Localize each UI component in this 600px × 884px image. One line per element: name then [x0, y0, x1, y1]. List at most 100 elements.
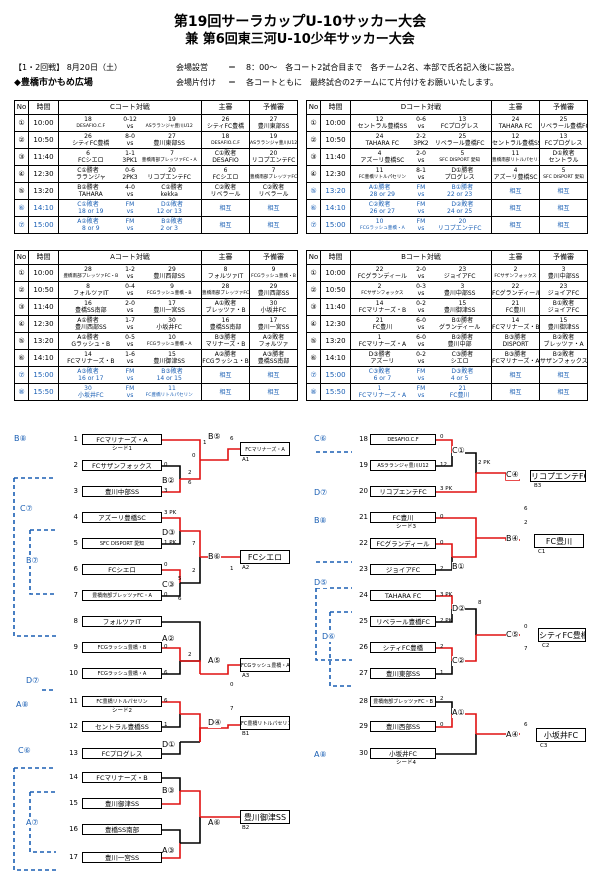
team-box: FC豊橋リトルパセリン [82, 696, 162, 707]
bracket-line [162, 791, 181, 805]
away-team: 豊川御津SS [153, 358, 185, 365]
home-seed: 4 [377, 150, 382, 157]
away-seed: B②勝者 [451, 334, 474, 341]
bracket-line [452, 538, 477, 558]
away-seed: 30 [168, 317, 176, 324]
home-team: アズーリ [370, 358, 395, 365]
match-vs: vs [417, 123, 425, 130]
match-score: 1-1 [125, 150, 135, 157]
side-label: D⑥ [322, 632, 336, 642]
score-text: 2 [188, 470, 192, 476]
bracket-line [436, 647, 453, 661]
match-vs: vs [126, 140, 134, 147]
team-number: 20 [359, 487, 368, 495]
team-number: 15 [69, 799, 78, 807]
team-number: 23 [359, 565, 368, 573]
match-vs: vs [126, 324, 134, 331]
bracket-line [162, 714, 181, 728]
score-text: 1 [440, 670, 444, 676]
score-text: 6 [188, 480, 192, 486]
reserve-referee: 相互 [249, 216, 298, 234]
cleanup-label: 会場片付け [176, 78, 216, 87]
bracket-line [162, 531, 181, 545]
home-team: セントラル豊橋SS [357, 123, 408, 130]
home-seed: 26 [84, 133, 92, 140]
away-seed: 9 [170, 283, 174, 290]
team-number: 7 [73, 591, 78, 599]
team-number: 1 [73, 435, 78, 443]
winner-code: B2 [242, 825, 250, 831]
match-label: B⑤ [208, 432, 221, 442]
match-no: ⑧ [306, 383, 321, 401]
home-seed: 18 [84, 116, 92, 123]
side-label: B⑧ [314, 516, 327, 526]
bracket-line [162, 479, 181, 493]
home-team: FC豊橋リトルパセリン [358, 175, 406, 180]
reserve-referee: 相互 [539, 383, 588, 401]
away-team: ジョイアFC [443, 273, 476, 280]
side-label: A⑦ [26, 818, 39, 828]
match-label: B④ [506, 534, 519, 544]
match-score: 2-0 [416, 150, 426, 157]
side-connector [13, 768, 56, 871]
bracket-line [162, 465, 181, 479]
match-score: 2-0 [416, 266, 426, 273]
away-seed: 20 [168, 167, 176, 174]
away-team: FC豊橋リトルパセリン [145, 393, 193, 398]
home-team: 小坂井FC [77, 392, 104, 399]
away-seed: 20 [458, 218, 467, 225]
away-seed: 17 [168, 300, 176, 307]
score-text: 7 [192, 541, 196, 547]
match-label: B③ [162, 786, 175, 796]
home-team: アズーリ豊橋SC [360, 157, 405, 164]
bracket-line [180, 460, 201, 480]
team-box: SFC DISPORT 愛知 [82, 538, 162, 549]
home-seed: 10 [375, 218, 384, 225]
match-score: FM [416, 201, 426, 208]
team-number: 29 [359, 722, 368, 730]
away-team: 豊橋南部ブレッツァFC・A [141, 158, 197, 163]
away-team: 14 or 15 [156, 375, 182, 382]
away-team: 豊川中部 [447, 341, 472, 348]
winner-box: FCシエロ [240, 550, 290, 564]
team-number: 25 [359, 617, 368, 625]
away-seed: 10 [168, 334, 176, 341]
bracket-line [180, 790, 201, 817]
score-text: 0 [164, 592, 168, 598]
referee: 相互 [201, 216, 250, 234]
match-score: FM [416, 218, 426, 225]
team-number: 12 [69, 722, 78, 730]
away-seed: 23 [458, 266, 467, 273]
away-team: 豊川東部SS [153, 140, 185, 147]
venue-name: ◆豊橋市かもめ広場 [14, 78, 93, 88]
away-seed: D②敗者 [451, 201, 474, 208]
cleanup-text: 各コートともに 最終試合の2チームにて片付けをお願いいたします。 [246, 78, 499, 87]
match-score: FM [416, 368, 426, 375]
team-number: 11 [69, 697, 78, 705]
match-score: 1-7 [125, 317, 135, 324]
away-team: リコプエンテFC [147, 174, 192, 181]
match-score: 1-6 [125, 351, 135, 358]
home-team: 6 or 7 [373, 375, 392, 382]
bracket-line [162, 701, 181, 714]
home-team: 18 or 19 [78, 208, 104, 215]
seed-label: シード2 [112, 708, 132, 714]
score-text: 3 PK [164, 510, 177, 516]
home-seed: A②敗者 [77, 218, 99, 225]
winner-box: FC豊川 [534, 534, 584, 548]
page-subtitle: 兼 第6回東三河U-10少年サッカー大会 [185, 32, 415, 47]
side-label: D⑤ [314, 578, 328, 588]
match-vs: vs [417, 358, 425, 365]
away-seed: B②敗者 [161, 218, 183, 225]
match-label: A① [452, 708, 465, 718]
